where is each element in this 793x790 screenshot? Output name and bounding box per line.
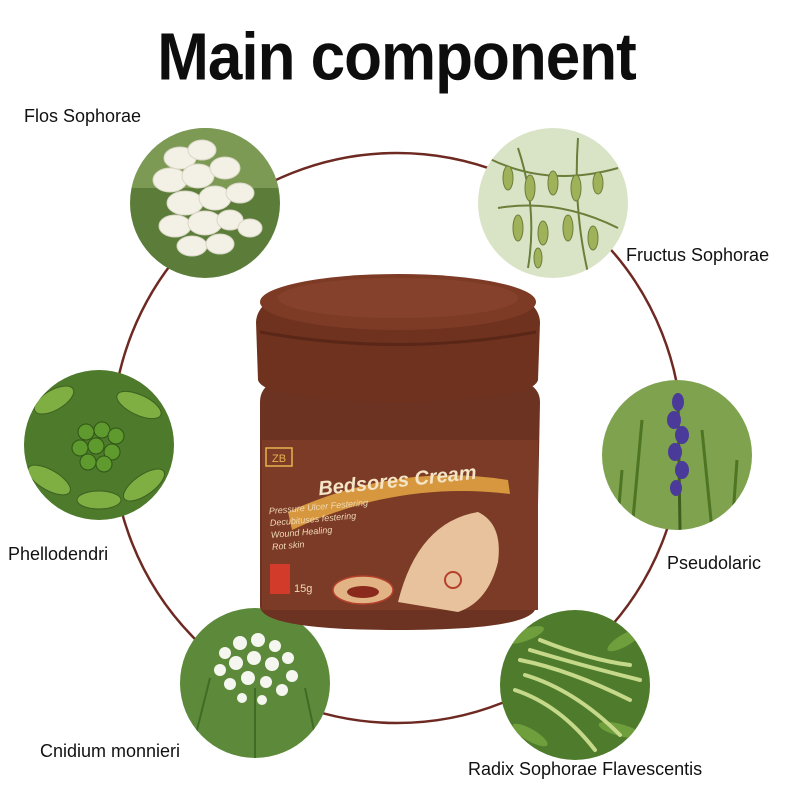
product-jar: ZB Bedsores Cream Pressure Ulcer Festeri… bbox=[248, 262, 548, 634]
ingredient-label-phellodendri: Phellodendri bbox=[8, 544, 109, 564]
ingredient-label-flos-sophorae: Flos Sophorae bbox=[24, 106, 142, 126]
pseudolaric-image bbox=[602, 380, 752, 530]
cnidium-monnieri-image bbox=[180, 608, 330, 758]
ingredient-label-pseudolaric: Pseudolaric bbox=[667, 553, 762, 573]
brand-mark: ZB bbox=[272, 453, 286, 465]
ingredient-label-fructus-sophorae: Fructus Sophorae bbox=[626, 245, 770, 265]
radix-sophorae-flavescentis-image bbox=[500, 610, 650, 760]
flos-sophorae-image bbox=[130, 128, 280, 278]
page-title: Main component bbox=[157, 20, 637, 95]
ingredient-label-radix-sophorae-flavescentis: Radix Sophorae Flavescentis bbox=[468, 759, 703, 779]
product-weight: 15g bbox=[294, 583, 312, 595]
phellodendri-image bbox=[24, 370, 174, 520]
fructus-sophorae-image bbox=[478, 128, 628, 278]
benefit-4: Rot skin bbox=[272, 539, 305, 552]
ingredient-label-cnidium-monnieri: Cnidium monnieri bbox=[40, 741, 181, 761]
